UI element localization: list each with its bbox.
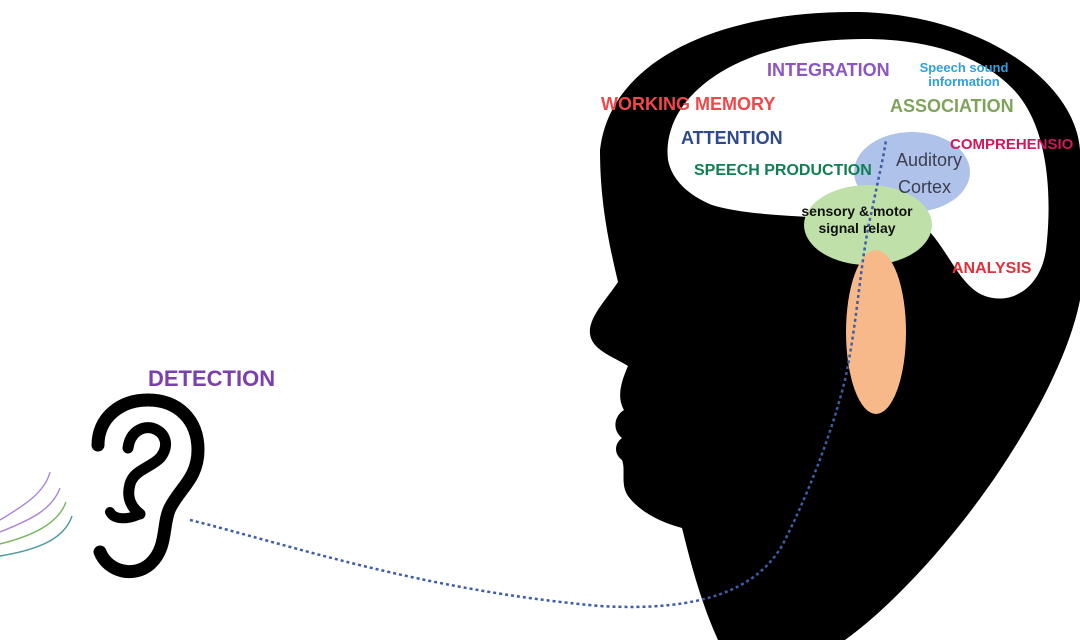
ear-icon [91, 393, 205, 579]
association-label: ASSOCIATION [890, 96, 1014, 116]
auditory-cortex-label-line2: Cortex [898, 177, 951, 197]
speech-production-label: SPEECH PRODUCTION [694, 162, 872, 179]
analysis-label: ANALYSIS [952, 260, 1032, 277]
speech-sound-label-line2: information [928, 74, 1000, 89]
relay-label-line2: signal relay [818, 220, 895, 236]
attention-label: ATTENTION [681, 128, 783, 148]
relay-label-line1: sensory & motor [801, 203, 913, 219]
sound-waves-icon [0, 471, 73, 557]
auditory-pathway-line [189, 139, 888, 609]
auditory-cortex-label-line1: Auditory [896, 150, 962, 170]
detection-label: DETECTION [148, 366, 275, 391]
speech-sound-label-line1: Speech sound [920, 60, 1009, 75]
comprehension-label: COMPREHENSIO [950, 136, 1074, 153]
working-memory-label: WORKING MEMORY [601, 94, 775, 114]
brainstem-region [846, 250, 906, 414]
integration-label: INTEGRATION [767, 60, 890, 80]
